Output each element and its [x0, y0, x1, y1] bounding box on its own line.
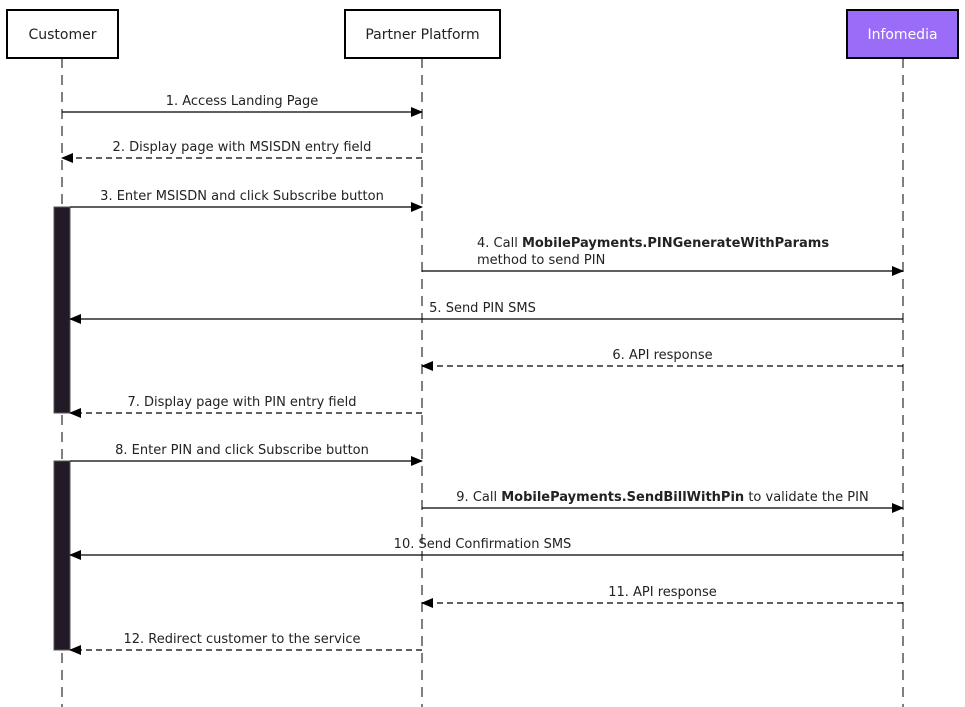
message-2: 2. Display page with MSISDN entry field [61, 140, 422, 163]
message-label: 12. Redirect customer to the service [123, 632, 360, 647]
participant-partner[interactable]: Partner Platform [344, 9, 501, 59]
message-11: 11. API response [421, 585, 903, 608]
message-label: 8. Enter PIN and click Subscribe button [115, 443, 369, 458]
participant-infomedia[interactable]: Infomedia [846, 9, 959, 59]
label-text: 9. Call [456, 490, 501, 505]
message-label: 10. Send Confirmation SMS [394, 537, 572, 552]
method-name: MobilePayments.SendBillWithPin [501, 490, 744, 505]
participant-box [846, 9, 959, 59]
label-text: 6. API response [612, 348, 712, 363]
participant-box [6, 9, 119, 59]
label-text: 2. Display page with MSISDN entry field [113, 140, 372, 155]
message-10: 10. Send Confirmation SMS [69, 537, 903, 560]
message-8: 8. Enter PIN and click Subscribe button [70, 443, 423, 466]
participant-customer[interactable]: Customer [6, 9, 119, 59]
label-text: method to send PIN [477, 253, 605, 268]
label-text: 3. Enter MSISDN and click Subscribe butt… [100, 189, 384, 204]
message-3: 3. Enter MSISDN and click Subscribe butt… [70, 189, 423, 212]
participant-label: Infomedia [867, 27, 937, 43]
label-text: 7. Display page with PIN entry field [128, 395, 357, 410]
message-label: 7. Display page with PIN entry field [128, 395, 357, 410]
activation-bar [53, 460, 71, 651]
message-12: 12. Redirect customer to the service [69, 632, 422, 655]
message-4: 4. Call MobilePayments.PINGenerateWithPa… [422, 236, 904, 276]
participant-label: Partner Platform [365, 27, 479, 43]
label-text: 10. Send Confirmation SMS [394, 537, 572, 552]
method-name: MobilePayments.PINGenerateWithParams [522, 236, 829, 251]
label-text: 5. Send PIN SMS [429, 301, 536, 316]
message-7: 7. Display page with PIN entry field [69, 395, 422, 418]
label-text: 11. API response [608, 585, 717, 600]
message-1: 1. Access Landing Page [62, 94, 423, 117]
participant-box [344, 9, 501, 59]
label-text: 12. Redirect customer to the service [123, 632, 360, 647]
message-label: 4. Call MobilePayments.PINGenerateWithPa… [477, 236, 829, 251]
message-6: 6. API response [421, 348, 903, 371]
message-label: method to send PIN [477, 253, 605, 268]
message-5: 5. Send PIN SMS [69, 301, 903, 324]
message-label: 5. Send PIN SMS [429, 301, 536, 316]
message-label: 11. API response [608, 585, 717, 600]
label-text: 4. Call [477, 236, 522, 251]
message-label: 9. Call MobilePayments.SendBillWithPin t… [456, 490, 868, 505]
participant-label: Customer [28, 27, 96, 43]
message-label: 2. Display page with MSISDN entry field [113, 140, 372, 155]
label-text: 1. Access Landing Page [166, 94, 319, 109]
label-text: to validate the PIN [744, 490, 869, 505]
message-label: 6. API response [612, 348, 712, 363]
message-label: 3. Enter MSISDN and click Subscribe butt… [100, 189, 384, 204]
label-text: 8. Enter PIN and click Subscribe button [115, 443, 369, 458]
activation-bar [53, 206, 71, 414]
message-9: 9. Call MobilePayments.SendBillWithPin t… [422, 490, 904, 513]
message-label: 1. Access Landing Page [166, 94, 319, 109]
